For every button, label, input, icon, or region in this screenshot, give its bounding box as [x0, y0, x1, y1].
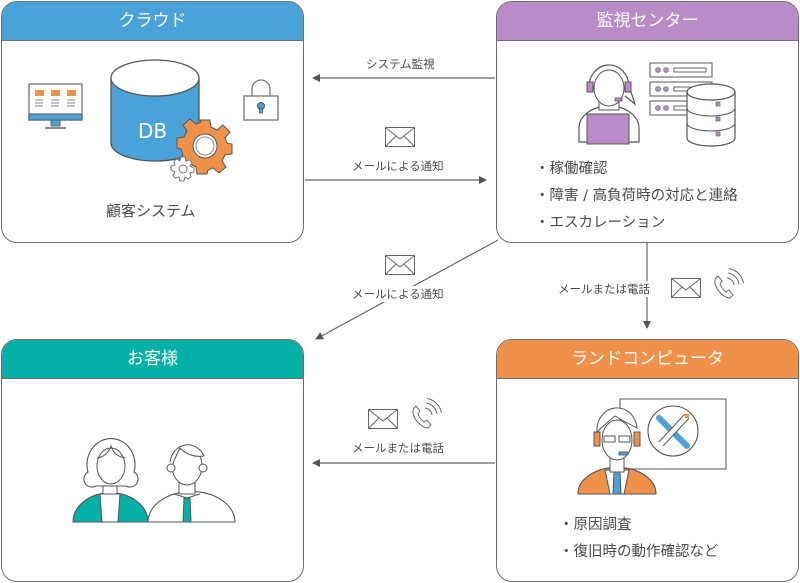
- support-engineer-icon: [577, 398, 727, 495]
- task-item: ・エスカレーション: [535, 215, 666, 231]
- task-item: ・復旧時の動作確認など: [559, 544, 719, 560]
- task-item: ・障害 / 高負荷時の対応と連絡: [535, 188, 738, 204]
- task-item: ・原因調査: [559, 517, 632, 533]
- land-computer-title: ランドコンピュータ: [497, 340, 798, 379]
- mail-notice-label-customer: メールによる通知: [352, 286, 444, 302]
- cloud-node: クラウド DB 顧客システム: [1, 1, 304, 243]
- lock-icon: [243, 79, 279, 121]
- phone-icon: [714, 268, 744, 299]
- land-computer-tasks: ・原因調査 ・復旧時の動作確認など: [559, 512, 719, 566]
- task-item: ・稼働確認: [535, 161, 608, 177]
- phone-icon: [412, 398, 442, 429]
- cloud-title: クラウド: [2, 2, 303, 41]
- operator-woman-icon: [578, 64, 640, 145]
- mail-icon: [385, 127, 415, 147]
- monitoring-center-node: 監視センター ・稼働確認 ・障害 / 高負荷時の対応と連絡 ・エスカレーション: [496, 1, 799, 243]
- customer-title: お客様: [2, 340, 303, 379]
- server-database-icon: [649, 62, 736, 147]
- small-gear-icon: [170, 156, 195, 182]
- mail-icon: [368, 409, 398, 429]
- mail-notice-label-top: メールによる通知: [352, 159, 444, 173]
- db-label: DB: [138, 119, 168, 143]
- cloud-caption: 顧客システム: [106, 202, 196, 220]
- system-monitoring-label: システム監視: [366, 57, 435, 71]
- customers-icon: [72, 438, 236, 523]
- mail-or-phone-label-customer: メールまたは電話: [352, 441, 444, 455]
- land-computer-node: ランドコンピュータ ・原因調査 ・復旧時の動作確認など: [496, 339, 799, 582]
- monitor-screen-icon: [28, 83, 83, 129]
- mail-icon: [385, 255, 415, 275]
- mail-icon: [671, 278, 701, 298]
- mail-or-phone-label-land: メールまたは電話: [558, 281, 650, 297]
- monitoring-center-title: 監視センター: [497, 2, 798, 41]
- customer-node: お客様: [1, 339, 304, 582]
- monitoring-center-tasks: ・稼働確認 ・障害 / 高負荷時の対応と連絡 ・エスカレーション: [535, 156, 738, 237]
